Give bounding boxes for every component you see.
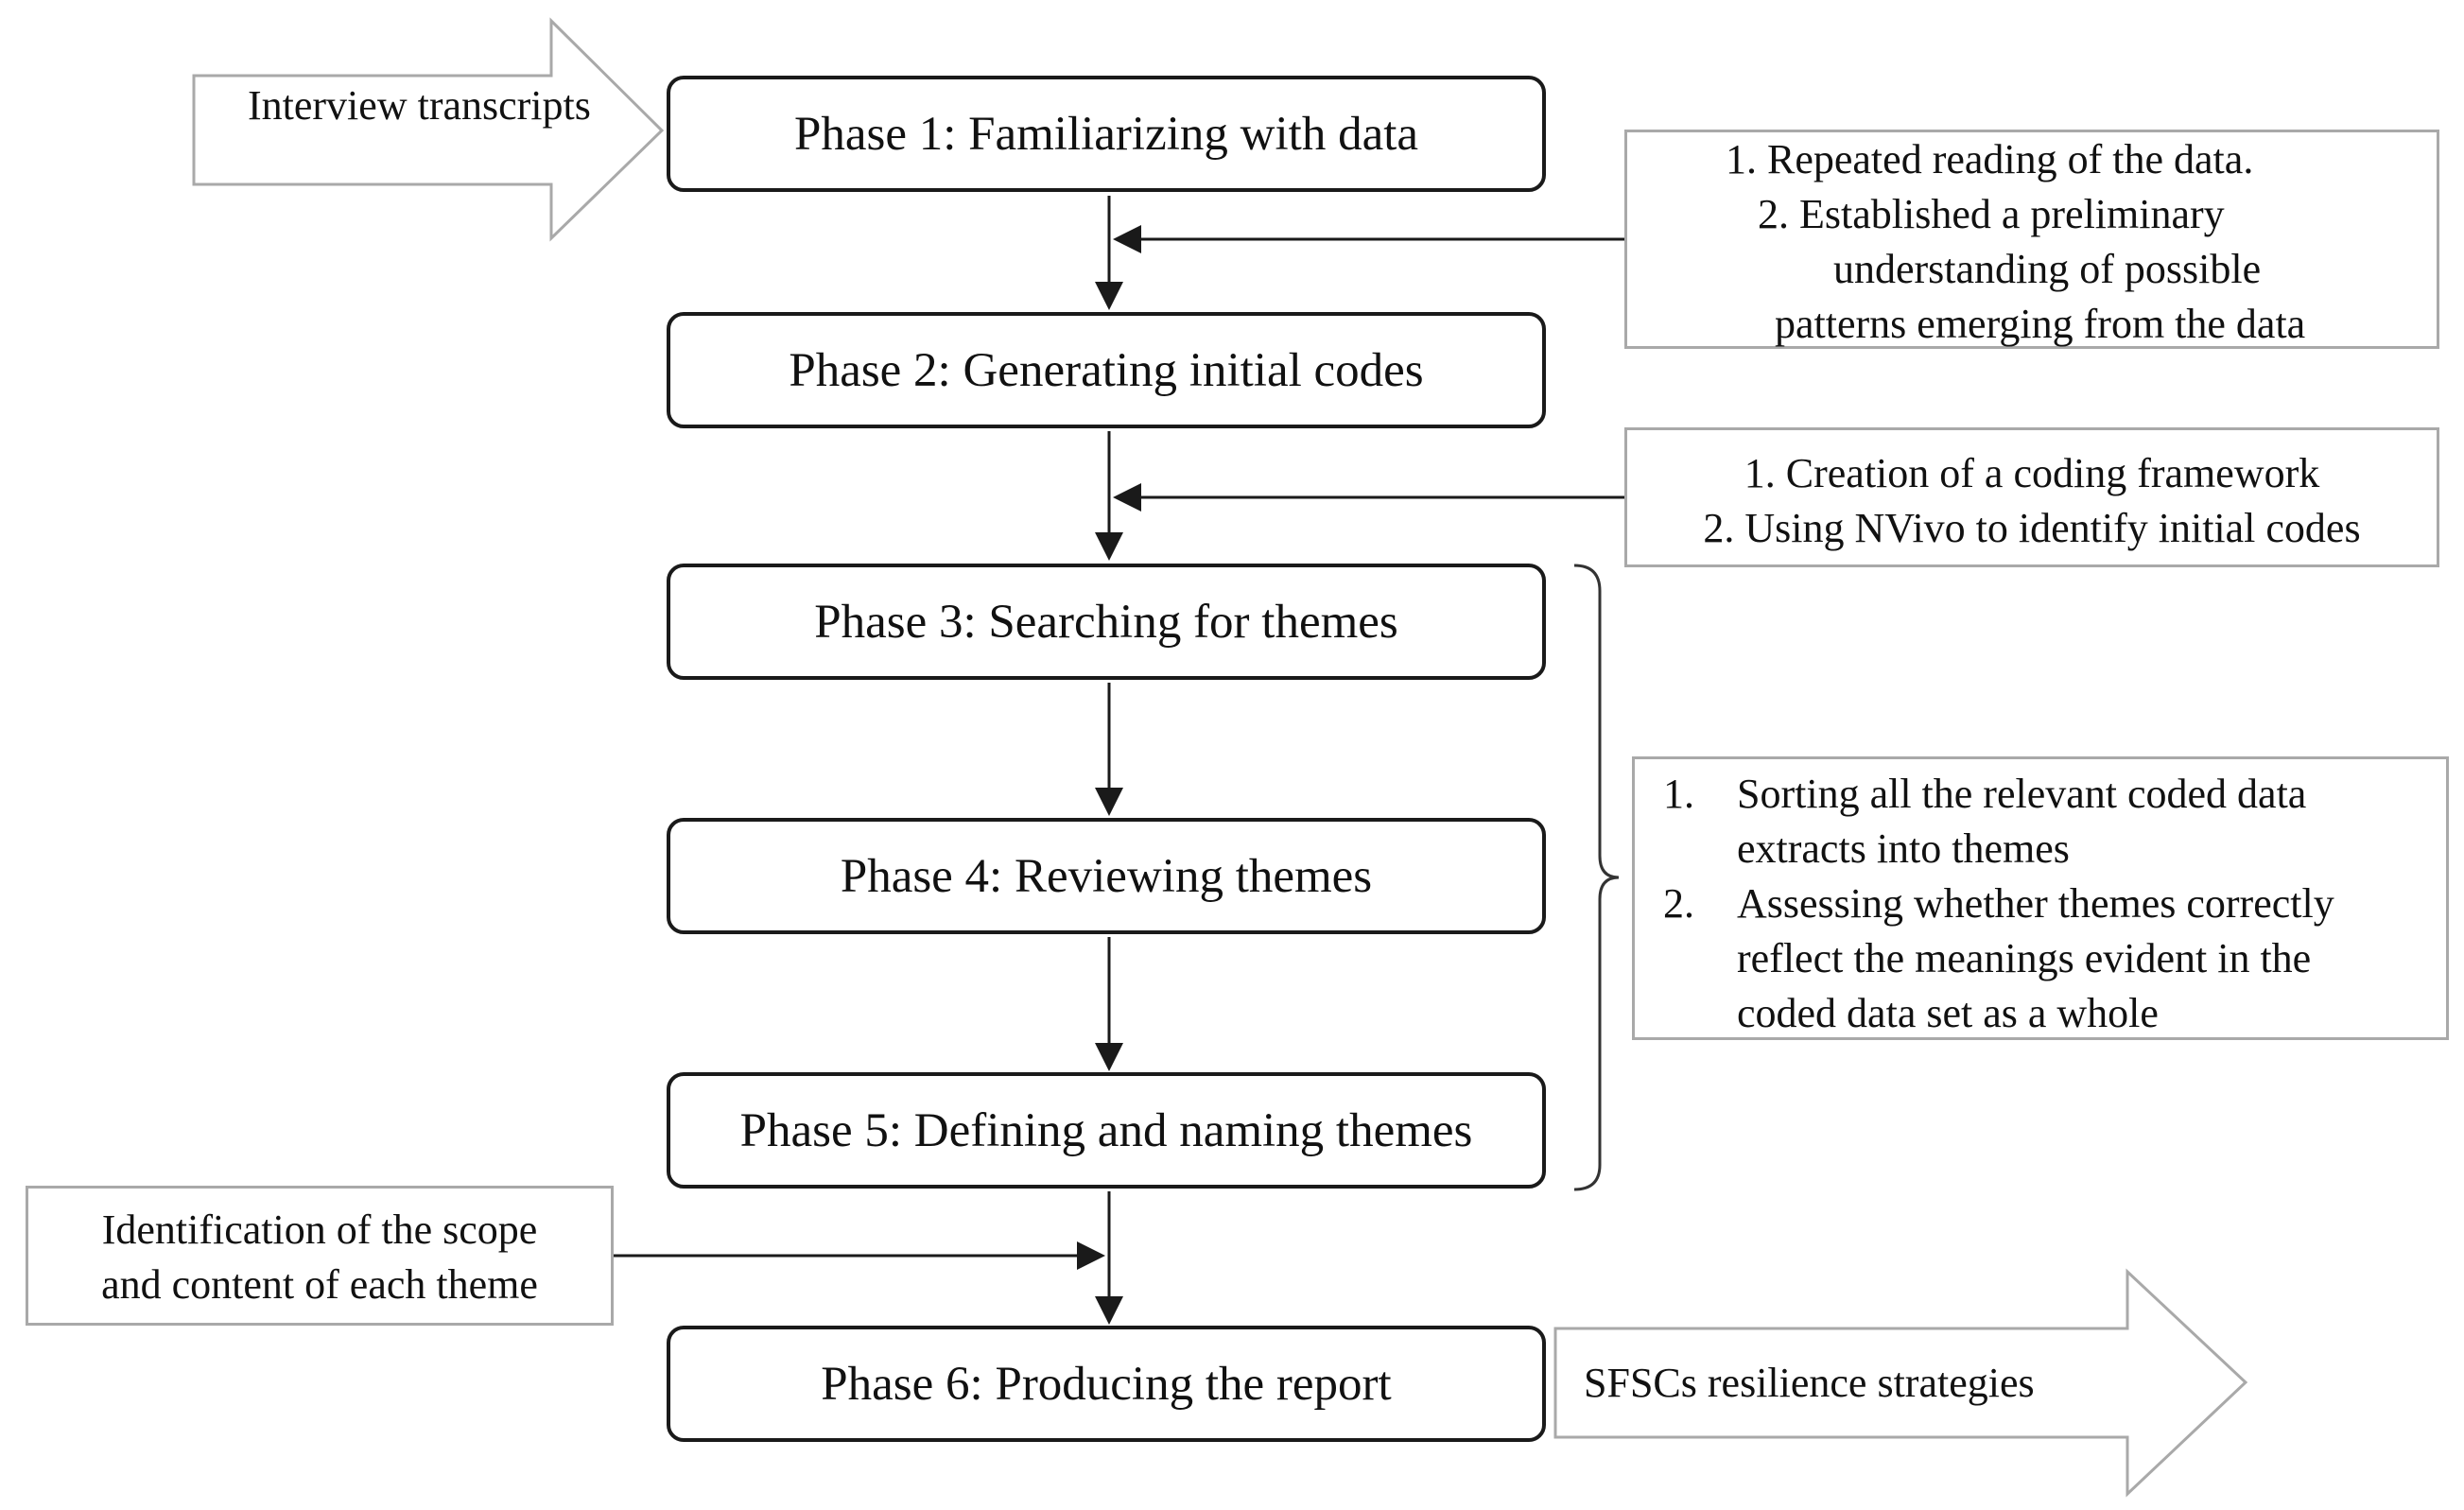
note3-item1-number: 1. bbox=[1663, 771, 1694, 817]
phase-5-box: Phase 5: Defining and naming themes bbox=[667, 1072, 1546, 1189]
note2-line2: 2. Using NVivo to identify initial codes bbox=[1703, 505, 2361, 551]
note1-item2-line3: patterns emerging from the data bbox=[1775, 301, 2306, 347]
phase-3-box: Phase 3: Searching for themes bbox=[667, 564, 1546, 680]
phase-2-box: Phase 2: Generating initial codes bbox=[667, 312, 1546, 428]
input-label-line1: Interview bbox=[248, 82, 408, 129]
note3-item2-line3: coded data set as a whole bbox=[1737, 990, 2159, 1036]
note1-item2-line2: understanding of possible bbox=[1833, 246, 2262, 292]
note3-item1-line2: extracts into themes bbox=[1737, 825, 2070, 872]
note3-item: 2. Assessing whether themes correctly re… bbox=[1663, 876, 2446, 1041]
note-phase-5: Identification of the scope and content … bbox=[26, 1186, 614, 1326]
note3-item2-line2: reflect the meanings evident in the bbox=[1737, 935, 2312, 981]
input-label-line2: transcripts bbox=[417, 82, 591, 129]
note-phase-2: 1. Creation of a coding framework 2. Usi… bbox=[1624, 427, 2439, 567]
input-label: Interview transcripts bbox=[248, 78, 591, 133]
note3-item: 1. Sorting all the relevant coded data e… bbox=[1663, 767, 2446, 876]
note3-item2-line1: Assessing whether themes correctly bbox=[1737, 880, 2334, 927]
phase-1-box: Phase 1: Familiarizing with data bbox=[667, 76, 1546, 192]
note2-line1: 1. Creation of a coding framework bbox=[1744, 450, 2320, 496]
note1-item2-line1: 2. Established a preliminary bbox=[1758, 191, 2225, 237]
output-arrow-shape bbox=[1553, 1268, 2248, 1498]
note4-line2: and content of each theme bbox=[101, 1261, 538, 1308]
note-phase-1: 1. Repeated reading of the data. 2. Esta… bbox=[1624, 130, 2439, 349]
note3-item1-line1: Sorting all the relevant coded data bbox=[1737, 771, 2307, 817]
note4-line1: Identification of the scope bbox=[101, 1206, 538, 1253]
output-label: SFSCs resilience strategies bbox=[1584, 1360, 2035, 1406]
phase-group-brace bbox=[1573, 564, 1620, 1191]
input-arrow-shape bbox=[192, 17, 665, 242]
note1-item1: 1. Repeated reading of the data. bbox=[1726, 136, 2254, 182]
note-phases-3-5: 1. Sorting all the relevant coded data e… bbox=[1632, 756, 2449, 1040]
phase-4-box: Phase 4: Reviewing themes bbox=[667, 818, 1546, 934]
note3-item2-number: 2. bbox=[1663, 880, 1694, 927]
phase-6-box: Phase 6: Producing the report bbox=[667, 1326, 1546, 1442]
note3-list: 1. Sorting all the relevant coded data e… bbox=[1663, 767, 2446, 1041]
